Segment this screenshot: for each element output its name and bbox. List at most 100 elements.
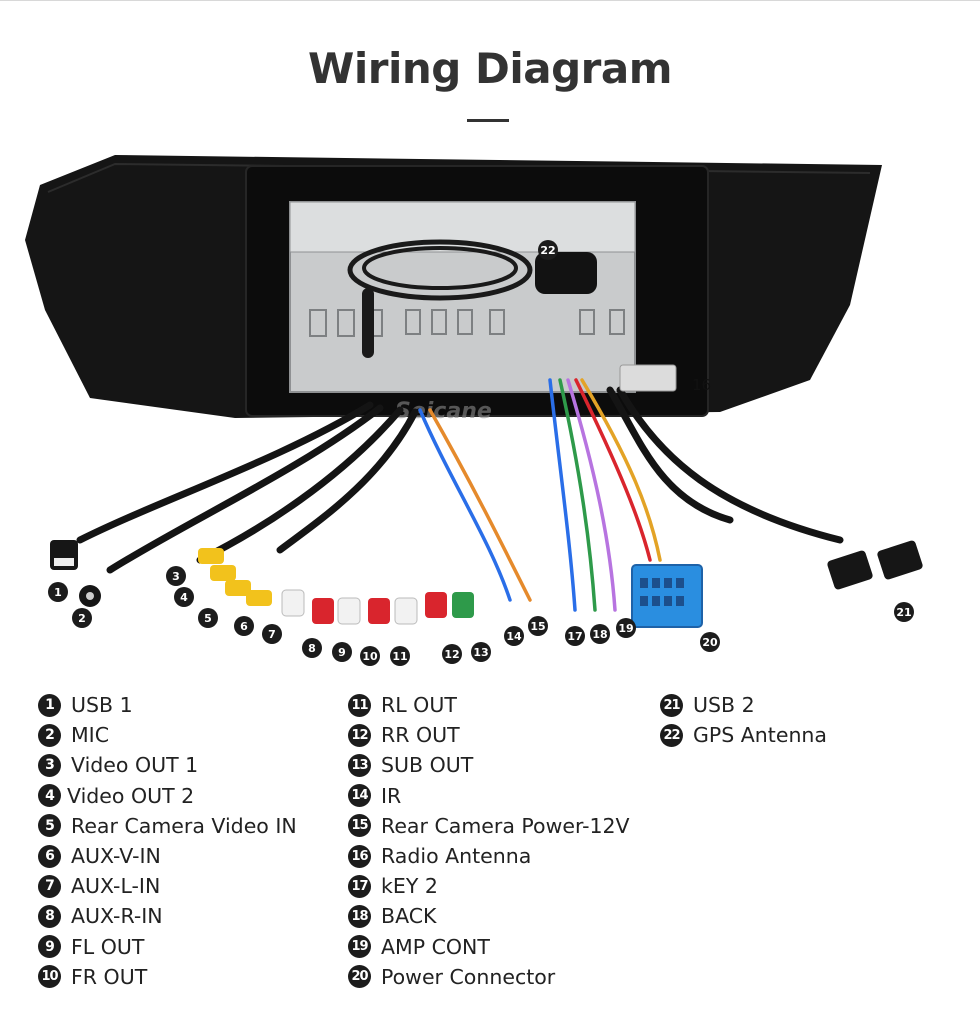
callout-16: 16 (692, 376, 711, 394)
legend-item: 9 FL OUT (38, 932, 297, 962)
callout-21: 21 (894, 602, 914, 622)
svg-text:22: 22 (540, 244, 555, 257)
legend-label: AUX-L-IN (71, 874, 161, 899)
legend-label: Video OUT 1 (71, 753, 199, 778)
callout-20: 20 (700, 632, 720, 652)
callout-4: 4 (174, 587, 194, 607)
callout-12: 12 (442, 644, 462, 664)
svg-text:3: 3 (172, 570, 180, 583)
legend-label: FR OUT (71, 964, 148, 989)
legend-item: 18 BACK (348, 901, 630, 931)
svg-text:1: 1 (54, 586, 62, 599)
legend-number: 11 (348, 693, 371, 717)
legend-item: 16 Radio Antenna (348, 841, 630, 871)
legend-label: Rear Camera Video IN (71, 813, 297, 838)
legend-item: 21 USB 2 (660, 690, 827, 720)
legend-number: 6 (38, 844, 61, 868)
svg-text:13: 13 (473, 646, 488, 659)
legend-item: 12 RR OUT (348, 720, 630, 750)
legend-label: MIC (71, 723, 110, 748)
callout-2: 2 (72, 608, 92, 628)
harness-black (76, 386, 844, 574)
svg-text:8: 8 (308, 642, 316, 655)
legend-number: 16 (348, 844, 371, 868)
legend-label: RR OUT (381, 723, 460, 748)
legend-label: SUB OUT (381, 753, 474, 778)
usb2-plug-a (827, 550, 873, 590)
legend-number: 2 (38, 723, 61, 747)
legend-number: 8 (38, 904, 61, 928)
legend-number: 7 (38, 874, 61, 898)
legend-item: 22 GPS Antenna (660, 720, 827, 750)
callout-10: 10 (360, 646, 380, 666)
callout-3: 3 (166, 566, 186, 586)
legend-item: 8 AUX-R-IN (38, 901, 297, 931)
legend-item: 2 MIC (38, 720, 297, 750)
svg-text:17: 17 (567, 630, 582, 643)
svg-text:4: 4 (180, 591, 188, 604)
callout-19: 19 (616, 618, 636, 638)
wiring-photo: Seicane (25, 155, 923, 666)
legend-label: BACK (381, 904, 437, 929)
callout-7: 7 (262, 624, 282, 644)
callout-markers: 1 2 3 4 5 6 7 8 9 10 11 12 13 14 15 16 1… (48, 240, 914, 666)
svg-text:7: 7 (268, 628, 276, 641)
svg-text:12: 12 (444, 648, 459, 661)
callout-6: 6 (234, 616, 254, 636)
legend-number: 21 (660, 693, 683, 717)
legend-label: AUX-R-IN (71, 904, 163, 929)
legend-label: AMP CONT (381, 934, 490, 959)
legend-item: 5 Rear Camera Video IN (38, 811, 297, 841)
wifi-antenna (362, 288, 374, 358)
legend-label: Radio Antenna (381, 844, 532, 869)
callout-15: 15 (528, 616, 548, 636)
svg-text:9: 9 (338, 646, 346, 659)
legend-number: 13 (348, 753, 371, 777)
legend-number: 4 (38, 784, 61, 808)
svg-text:15: 15 (530, 620, 545, 633)
svg-text:11: 11 (392, 650, 407, 663)
callout-11: 11 (390, 646, 410, 666)
callout-14: 14 (504, 626, 524, 646)
legend-number: 15 (348, 814, 371, 838)
legend-label: AUX-V-IN (71, 844, 161, 869)
usb2-plug-b (877, 540, 923, 580)
legend-col-3: 21 USB 2 22 GPS Antenna (660, 690, 827, 750)
gps-antenna-block (535, 252, 597, 294)
legend-item: 11 RL OUT (348, 690, 630, 720)
legend-number: 9 (38, 935, 61, 959)
legend-label: FL OUT (71, 934, 145, 959)
legend-item: 13 SUB OUT (348, 750, 630, 780)
harness-colored (418, 378, 662, 612)
legend-number: 3 (38, 753, 61, 777)
callout-8: 8 (302, 638, 322, 658)
legend-number: 18 (348, 904, 371, 928)
svg-text:5: 5 (204, 612, 212, 625)
legend-number: 10 (38, 965, 61, 989)
legend-number: 12 (348, 723, 371, 747)
legend-number: 19 (348, 935, 371, 959)
callout-5: 5 (198, 608, 218, 628)
svg-text:20: 20 (702, 636, 718, 649)
top-divider (0, 0, 980, 1)
legend-label: kEY 2 (381, 874, 438, 899)
legend-number: 1 (38, 693, 61, 717)
legend-number: 22 (660, 723, 683, 747)
legend-label: RL OUT (381, 693, 457, 718)
legend-number: 17 (348, 874, 371, 898)
legend-label: GPS Antenna (693, 723, 827, 748)
legend-label: IR (381, 783, 402, 808)
legend-label: Power Connector (381, 964, 556, 989)
gps-cable-coil (347, 239, 533, 301)
title-underline (467, 119, 509, 122)
legend-label: USB 2 (693, 693, 755, 718)
legend-number: 14 (348, 784, 371, 808)
legend-number: 5 (38, 814, 61, 838)
legend-item: 19 AMP CONT (348, 932, 630, 962)
svg-text:19: 19 (618, 622, 633, 635)
legend-number: 20 (348, 965, 371, 989)
svg-text:16: 16 (692, 376, 711, 394)
legend-item: 10 FR OUT (38, 962, 297, 992)
